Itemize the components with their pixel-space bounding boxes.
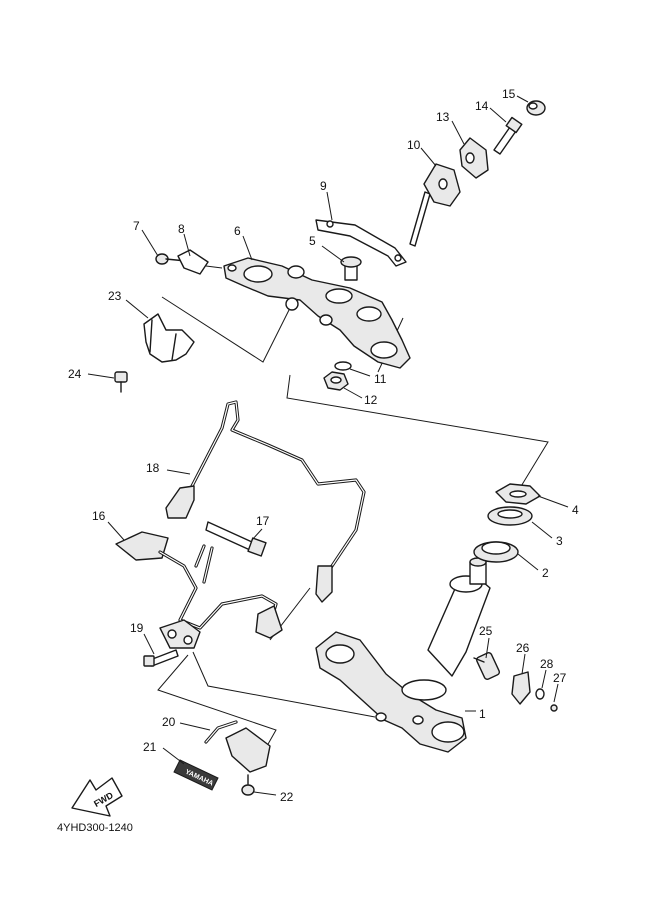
callout-19: 19 xyxy=(130,621,144,635)
callout-9: 9 xyxy=(320,179,327,193)
callout-16: 16 xyxy=(92,509,106,523)
callout-2: 2 xyxy=(542,566,549,580)
drawing-code: 4YHD300-1240 xyxy=(57,822,133,834)
part-8-clip xyxy=(177,249,223,275)
part-13-upper-handlebar-holder xyxy=(459,137,489,179)
callout-7: 7 xyxy=(133,219,140,233)
part-22-screw xyxy=(241,774,255,796)
part-11-washer xyxy=(334,361,352,371)
callout-labels: 1 2 3 4 5 6 7 8 9 10 11 12 13 14 15 16 1… xyxy=(68,87,579,804)
part-28-washer xyxy=(535,688,545,700)
forward-arrow-icon: FWD xyxy=(71,777,123,817)
callout-12: 12 xyxy=(364,393,378,407)
callout-8: 8 xyxy=(178,222,185,236)
callout-5: 5 xyxy=(309,234,316,248)
part-18-wire-stay xyxy=(165,400,366,603)
callout-28: 28 xyxy=(540,657,554,671)
part-12-nut xyxy=(323,371,349,391)
part-6-upper-bracket xyxy=(223,257,411,369)
callout-14: 14 xyxy=(475,99,489,113)
part-16-headlight-stay xyxy=(115,531,283,649)
part-24-bolt xyxy=(114,371,128,393)
part-4-ring-nut xyxy=(495,483,541,505)
callout-1: 1 xyxy=(479,707,486,721)
callout-24: 24 xyxy=(68,367,82,381)
part-3-cover xyxy=(487,506,533,526)
callout-11: 11 xyxy=(374,372,387,386)
part-2-bearing xyxy=(473,541,519,563)
part-1-under-bracket xyxy=(315,557,491,753)
callout-6: 6 xyxy=(234,224,241,238)
callout-4: 4 xyxy=(572,503,579,517)
part-21-decal: YAMAHA xyxy=(173,759,219,791)
callout-15: 15 xyxy=(502,87,516,101)
part-20-clamp xyxy=(204,720,271,773)
part-14-bolt xyxy=(493,116,523,155)
callout-23: 23 xyxy=(108,289,122,303)
part-9-bracket xyxy=(315,219,407,267)
part-5-steering-stem-bolt xyxy=(340,256,362,281)
callout-26: 26 xyxy=(516,641,530,655)
callout-18: 18 xyxy=(146,461,160,475)
callout-22: 22 xyxy=(280,790,294,804)
callout-3: 3 xyxy=(556,534,563,548)
callout-21: 21 xyxy=(143,740,157,754)
callout-17: 17 xyxy=(256,514,270,528)
part-23-bracket xyxy=(143,313,195,363)
callout-25: 25 xyxy=(479,624,493,638)
part-19-bolt xyxy=(143,649,179,667)
part-27-screw xyxy=(550,704,558,712)
callout-20: 20 xyxy=(162,715,176,729)
leader-lines xyxy=(87,95,569,796)
callout-10: 10 xyxy=(407,138,421,152)
part-10-lower-handlebar-holder xyxy=(409,163,461,247)
part-25-switch xyxy=(473,652,501,680)
callout-27: 27 xyxy=(553,671,567,685)
callout-13: 13 xyxy=(436,110,450,124)
part-17-cable-tie xyxy=(205,521,267,557)
part-26-plate xyxy=(511,671,531,705)
part-15-nut xyxy=(526,100,546,116)
